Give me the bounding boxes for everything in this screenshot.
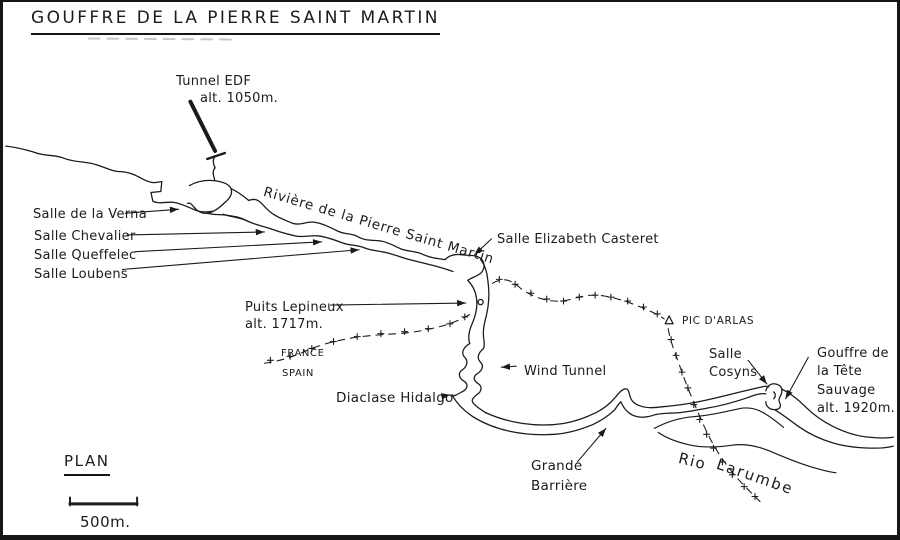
salle-casteret-chamber (444, 253, 490, 350)
arrow-diaclase-hidalgo (440, 393, 451, 400)
salle-cosyns-line2: Cosyns (709, 365, 758, 381)
arrow-salle-queffelec (134, 239, 323, 253)
river-upstream-line (5, 145, 213, 213)
grande-barriere-line2: Barrière (531, 478, 588, 495)
france-label: FRANCE (281, 348, 325, 359)
salle-queffelec-label: Salle Queffelec (34, 248, 137, 263)
main-gallery (222, 198, 454, 273)
border-cross-marks (266, 275, 759, 501)
tete-sauvage-line2: la Tête (817, 364, 863, 380)
pic-darlas-triangle (664, 315, 674, 325)
lower-gallery (451, 385, 770, 436)
arrow-grande-barriere (576, 427, 607, 463)
salle-cosyns-line1: Salle (709, 347, 742, 362)
salle-chevalier-label: Salle Chevalier (34, 229, 136, 244)
east-passage (774, 388, 894, 449)
salle-verna-complex (186, 167, 250, 222)
spain-label: SPAIN (282, 368, 315, 379)
meander-passage (451, 342, 487, 414)
puits-lepineux-shaft (477, 298, 484, 306)
tunnel-edf-alt: alt. 1050m. (200, 91, 279, 107)
tete-sauvage-line4: alt. 1920m. (817, 401, 896, 417)
tunnel-edf-name: Tunnel EDF (176, 74, 252, 89)
salle-loubens-label: Salle Loubens (34, 267, 128, 282)
diaclase-hidalgo-label: Diaclase Hidalgo (336, 390, 454, 406)
arrow-puits-lepineux (330, 299, 467, 307)
puits-lepineux-alt: alt. 1717m. (245, 317, 324, 333)
map-title: GOUFFRE DE LA PIERRE SAINT MARTIN (31, 7, 440, 36)
tete-sauvage-line3: Sauvage (817, 382, 876, 398)
faint-scribble (87, 37, 234, 41)
scale-value-label: 500m. (80, 513, 131, 531)
arrow-salle-chevalier (126, 228, 265, 236)
salle-casteret-label: Salle Elizabeth Casteret (497, 232, 659, 247)
pic-darlas-label: PIC D'ARLAS (682, 315, 755, 327)
grande-barriere-label: Grande Barrière (531, 456, 587, 497)
map-linework (5, 37, 894, 507)
tete-sauvage-chamber (765, 383, 783, 411)
arrow-salle-cosyns (747, 359, 768, 385)
scale-bar (68, 496, 139, 507)
tete-sauvage-label: Gouffre de la Tête Sauvage alt. 1920m. (817, 345, 895, 419)
tete-sauvage-line1: Gouffre de (817, 346, 889, 361)
label-arrows (121, 206, 809, 463)
puits-lepineux-name: Puits Lepineux (245, 300, 344, 315)
arrow-salle-casteret (474, 238, 492, 256)
grande-barriere-line1: Grande (531, 458, 583, 474)
arrow-salle-loubens (121, 247, 360, 271)
puits-lepineux-label: Puits Lepineux alt. 1717m. (245, 299, 344, 333)
wind-tunnel-label: Wind Tunnel (524, 364, 607, 379)
plan-label: PLAN (64, 452, 110, 476)
rio-larumbe-river (653, 407, 837, 474)
tunnel-edf-label: Tunnel EDF alt. 1050m. (176, 73, 278, 107)
france-spain-border (263, 275, 761, 502)
salle-cosyns-label: Salle Cosyns (709, 346, 757, 382)
salle-verna-label: Salle de la Verna (33, 207, 147, 222)
arrow-salle-verna (124, 206, 180, 214)
arrow-wind-tunnel (500, 363, 517, 370)
tunnel-edf-line (188, 99, 227, 169)
arrow-tete-sauvage (785, 356, 809, 400)
